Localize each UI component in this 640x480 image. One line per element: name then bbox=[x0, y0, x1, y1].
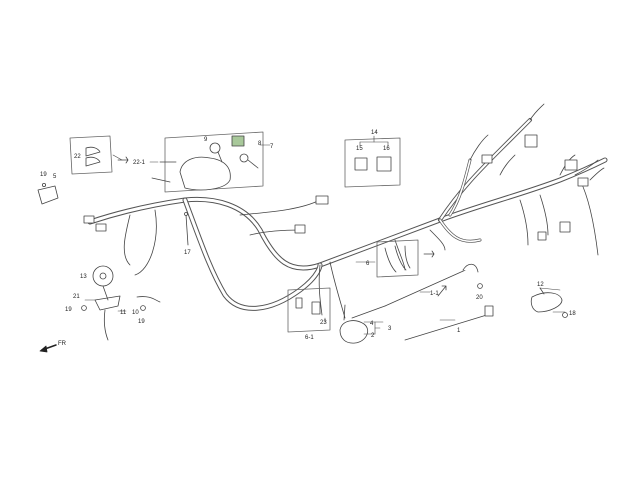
label-10: 10 bbox=[132, 310, 139, 316]
label-19-a: 19 bbox=[40, 172, 47, 178]
label-19-c: 19 bbox=[138, 319, 145, 325]
horn-13 bbox=[81, 265, 161, 341]
label-6-1: 6-1 bbox=[305, 335, 314, 341]
highlighted-key-part bbox=[231, 135, 245, 147]
label-19-b: 19 bbox=[65, 307, 72, 313]
label-5: 5 bbox=[53, 174, 57, 180]
label-14: 14 bbox=[371, 130, 378, 136]
connector-mid bbox=[294, 224, 306, 234]
label-7: 7 bbox=[270, 144, 274, 150]
label-17: 17 bbox=[184, 250, 191, 256]
label-22-1: 22-1 bbox=[133, 160, 146, 166]
part-labels: 1 1-1 2 3 4 5 6 6-1 7 8 9 10 11 12 13 14… bbox=[40, 130, 576, 347]
bracket-5 bbox=[37, 182, 59, 205]
connector-right-3 bbox=[559, 221, 571, 233]
connectors bbox=[83, 134, 589, 241]
label-4: 4 bbox=[370, 321, 374, 327]
label-3: 3 bbox=[388, 326, 392, 332]
cables-1 bbox=[384, 263, 494, 341]
connector-upper bbox=[481, 154, 493, 164]
label-13: 13 bbox=[80, 274, 87, 280]
connector-top bbox=[315, 195, 329, 205]
label-11: 11 bbox=[120, 310, 127, 316]
connector-right-2 bbox=[577, 177, 589, 187]
label-21: 21 bbox=[73, 294, 80, 300]
connector-right-1 bbox=[564, 159, 578, 171]
label-18: 18 bbox=[569, 311, 576, 317]
front-direction-arrow-icon bbox=[39, 344, 57, 353]
label-9: 9 bbox=[204, 137, 208, 143]
label-12: 12 bbox=[537, 282, 544, 288]
label-22: 22 bbox=[74, 154, 81, 160]
bolt-17 bbox=[184, 212, 189, 246]
relay-12 bbox=[530, 287, 568, 318]
label-15: 15 bbox=[356, 146, 363, 152]
assembly-pointer-arrow-icon bbox=[117, 156, 447, 297]
label-1: 1 bbox=[457, 328, 461, 334]
label-front: FR bbox=[58, 341, 67, 347]
sensor-2 bbox=[339, 304, 386, 344]
label-20: 20 bbox=[476, 295, 483, 301]
connector-top-right bbox=[524, 134, 538, 148]
label-1-1: 1-1 bbox=[430, 291, 439, 297]
label-16: 16 bbox=[383, 146, 390, 152]
label-2: 2 bbox=[371, 333, 375, 339]
connector-left-2 bbox=[95, 223, 107, 232]
label-6: 6 bbox=[366, 261, 370, 267]
main-wiring-harness bbox=[87, 118, 608, 311]
keys-group bbox=[69, 135, 113, 175]
connector-left bbox=[83, 215, 95, 224]
label-8: 8 bbox=[258, 141, 262, 147]
leader-lines bbox=[84, 135, 566, 335]
label-23: 23 bbox=[320, 320, 327, 326]
wire-group-6 bbox=[376, 239, 419, 278]
connector-right-4 bbox=[537, 231, 547, 241]
relay-group-14 bbox=[344, 137, 401, 188]
wire-group-6-1 bbox=[287, 287, 331, 333]
ignition-switch-assembly bbox=[151, 131, 264, 193]
